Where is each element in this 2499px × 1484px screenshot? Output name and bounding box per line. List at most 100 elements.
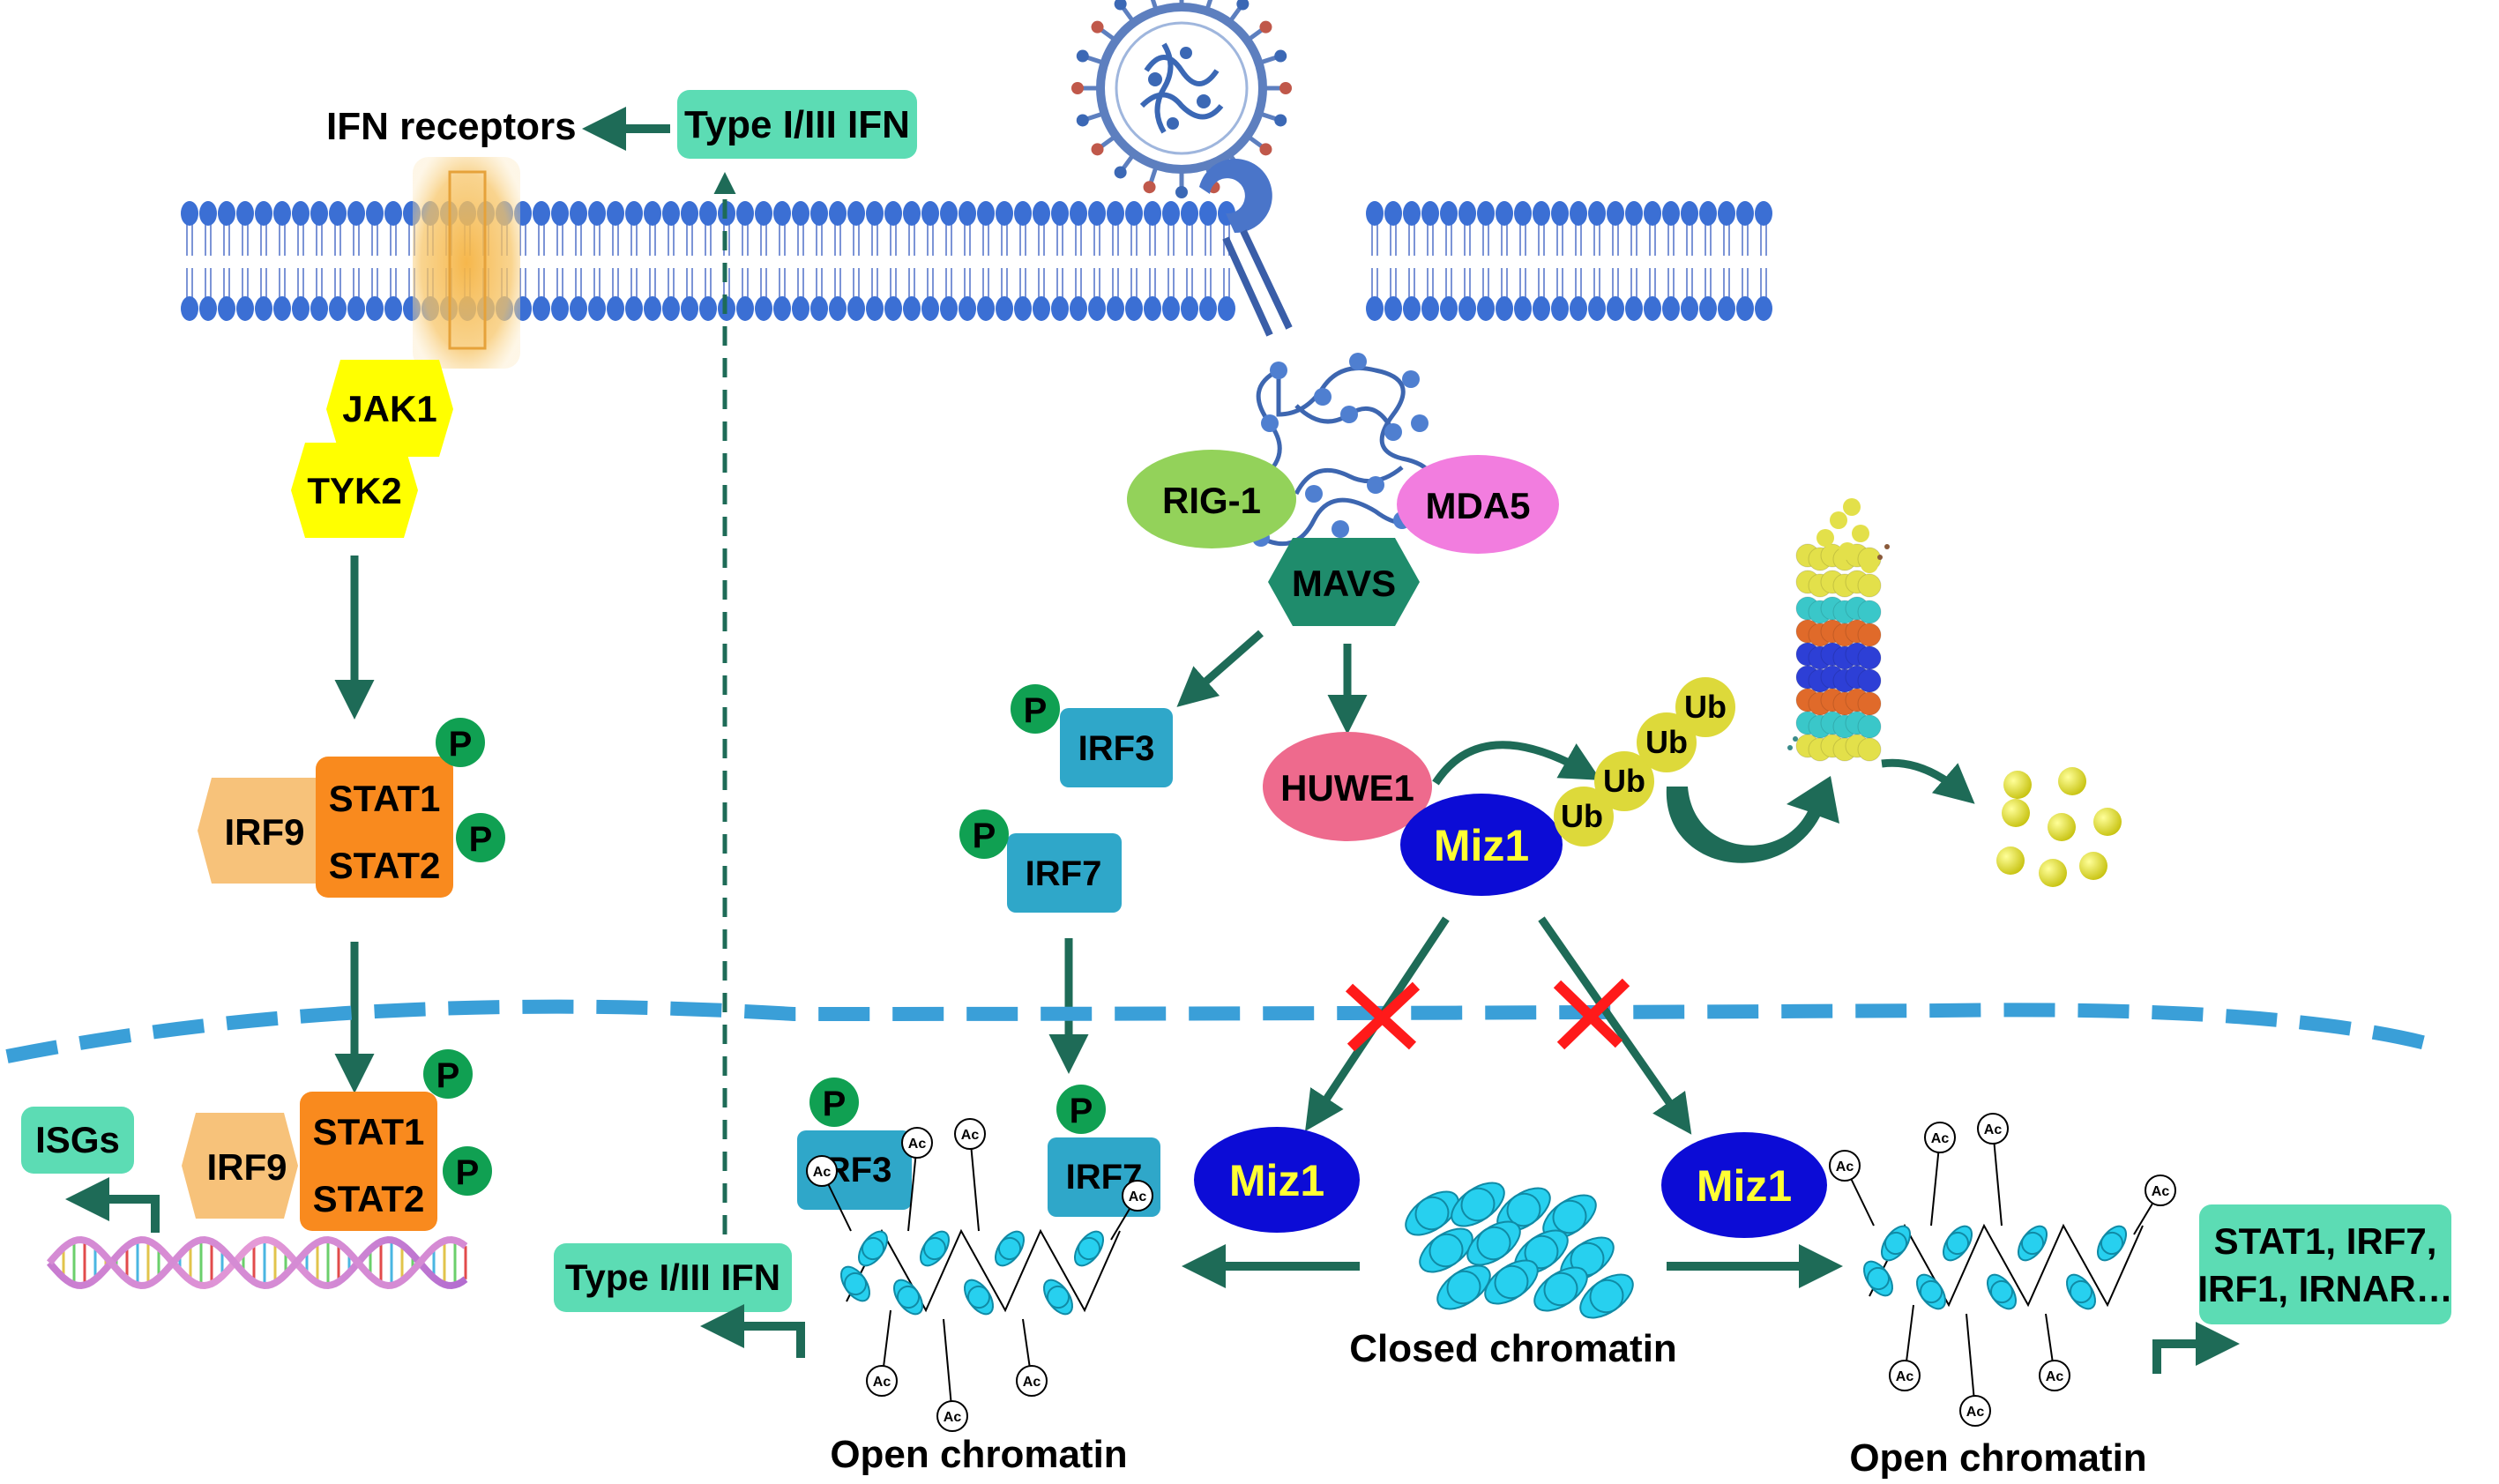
type-ifn-top-label: Type I/III IFN xyxy=(684,103,910,146)
block-cross-left xyxy=(1345,981,1421,1052)
target-genes-line1: STAT1, IRF7, xyxy=(2214,1220,2437,1262)
rig1-ellipse xyxy=(1127,450,1296,548)
phospho-irf7-nucleus xyxy=(1056,1085,1106,1134)
ub-label: Ub xyxy=(1684,689,1727,725)
phospho-label: P xyxy=(456,1153,480,1192)
svg-text:Ac: Ac xyxy=(1984,1122,2003,1137)
miz1-nucleus-right-label: Miz1 xyxy=(1697,1161,1792,1211)
jak1-hexagon xyxy=(326,360,453,457)
open-chromatin-left-label: Open chromatin xyxy=(830,1433,1127,1476)
svg-text:Ac: Ac xyxy=(1896,1369,1914,1384)
phospho-irf3-cytoplasm xyxy=(1011,684,1060,734)
stat2-nucleus-label: STAT2 xyxy=(313,1178,425,1219)
svg-text:Ac: Ac xyxy=(1129,1189,1147,1204)
mda5-ellipse xyxy=(1397,455,1559,554)
ub-label: Ub xyxy=(1603,763,1645,799)
ifn-receptors-label: IFN receptors xyxy=(326,105,577,148)
miz1-nucleus-left-label: Miz1 xyxy=(1229,1156,1324,1205)
ubiquitin-chain: Ub Ub Ub Ub xyxy=(1554,677,1735,846)
phospho-stat1-nucleus xyxy=(423,1049,473,1099)
type-ifn-box-bottom xyxy=(554,1243,792,1312)
huwe1-label: HUWE1 xyxy=(1280,767,1414,809)
huwe1-ellipse xyxy=(1263,732,1432,841)
irf9-nucleus xyxy=(182,1113,298,1219)
type-ifn-bottom-label: Type I/III IFN xyxy=(565,1257,780,1298)
phospho-stat1-cytoplasm xyxy=(436,718,485,767)
svg-text:Ac: Ac xyxy=(1966,1405,1985,1420)
stat1-nucleus-label: STAT1 xyxy=(313,1111,425,1152)
svg-text:Ac: Ac xyxy=(1023,1375,1041,1390)
svg-text:Ac: Ac xyxy=(1836,1160,1854,1175)
irf9-cytoplasm-label: IRF9 xyxy=(224,811,304,853)
irf3-cytoplasm xyxy=(1060,708,1173,787)
irf3-nucleus xyxy=(797,1130,912,1210)
arrow-miz1-to-nucleus-right xyxy=(1538,916,1692,1135)
cell-membrane xyxy=(181,201,1772,321)
phospho-stat2-nucleus xyxy=(443,1146,492,1196)
arrow-mavs-to-irf3 xyxy=(1176,630,1264,707)
phospho-label: P xyxy=(1024,691,1048,730)
block-cross-right xyxy=(1553,978,1630,1050)
ifn-receptor-channel xyxy=(448,170,487,350)
svg-text:Ac: Ac xyxy=(908,1137,927,1152)
irf7-cytoplasm xyxy=(1007,833,1122,913)
closed-chromatin-label: Closed chromatin xyxy=(1349,1327,1677,1370)
mavs-hexagon xyxy=(1268,538,1420,626)
isgs-transcription-arrow xyxy=(65,1177,160,1233)
phospho-label: P xyxy=(449,725,473,764)
phospho-irf7-cytoplasm xyxy=(959,809,1009,859)
miz1-nucleus-right xyxy=(1661,1132,1827,1238)
miz1-cytoplasm-label: Miz1 xyxy=(1434,821,1529,870)
dna-helix xyxy=(46,1235,468,1290)
phospho-label: P xyxy=(1070,1092,1093,1130)
miz1-nucleus-left xyxy=(1194,1127,1360,1233)
rig1-label: RIG-1 xyxy=(1162,480,1261,521)
stat1-stat2-nucleus xyxy=(300,1092,437,1231)
pattern-recognition-receptor xyxy=(1199,159,1293,337)
stat2-cytoplasm-label: STAT2 xyxy=(329,845,441,886)
arrow-to-proteasome xyxy=(1666,776,1839,863)
tyk2-hexagon xyxy=(291,443,418,538)
stat1-cytoplasm-label: STAT1 xyxy=(329,778,441,819)
svg-text:Ac: Ac xyxy=(2046,1369,2064,1384)
virus-particle xyxy=(1071,0,1292,198)
phospho-label: P xyxy=(973,817,996,855)
irf9-nucleus-label: IRF9 xyxy=(206,1146,287,1188)
irf3-cytoplasm-label: IRF3 xyxy=(1078,729,1155,768)
type-ifn-transcription-arrow xyxy=(700,1304,805,1358)
phospho-label: P xyxy=(469,820,493,859)
svg-text:Ac: Ac xyxy=(2152,1184,2170,1199)
mavs-label: MAVS xyxy=(1292,563,1396,604)
svg-text:Ac: Ac xyxy=(813,1165,832,1180)
isgs-box xyxy=(21,1107,134,1174)
tyk2-label: TYK2 xyxy=(307,470,401,511)
ub-label: Ub xyxy=(1645,724,1688,760)
open-chromatin-right-label: Open chromatin xyxy=(1849,1436,2146,1480)
nuclear-envelope xyxy=(5,999,2445,1063)
svg-text:Ac: Ac xyxy=(944,1410,962,1425)
phospho-stat2-cytoplasm xyxy=(456,813,505,862)
ub-label: Ub xyxy=(1561,798,1603,834)
stat1-stat2-cytoplasm xyxy=(316,757,453,898)
jak1-label: JAK1 xyxy=(342,388,436,429)
mda5-label: MDA5 xyxy=(1425,485,1530,526)
arrow-proteasome-to-peptides xyxy=(1881,758,1975,804)
target-genes-line2: IRF1, IRNAR… xyxy=(2197,1268,2452,1309)
svg-text:Ac: Ac xyxy=(873,1375,891,1390)
svg-text:Ac: Ac xyxy=(961,1128,980,1143)
irf9-cytoplasm xyxy=(198,778,331,884)
ifn-receptor-glow xyxy=(413,157,520,369)
svg-text:Ac: Ac xyxy=(1931,1131,1950,1146)
target-genes-box xyxy=(2199,1204,2451,1324)
type-ifn-box-top xyxy=(677,90,917,159)
miz1-cytoplasm-ellipse xyxy=(1400,794,1563,896)
degraded-peptides xyxy=(1996,767,2122,887)
isgs-label: ISGs xyxy=(35,1119,120,1160)
ubiquitination-arrow xyxy=(1432,741,1601,786)
closed-chromatin xyxy=(1405,1182,1634,1319)
target-genes-transcription-arrow xyxy=(2152,1322,2240,1374)
irf7-cytoplasm-label: IRF7 xyxy=(1026,854,1102,893)
